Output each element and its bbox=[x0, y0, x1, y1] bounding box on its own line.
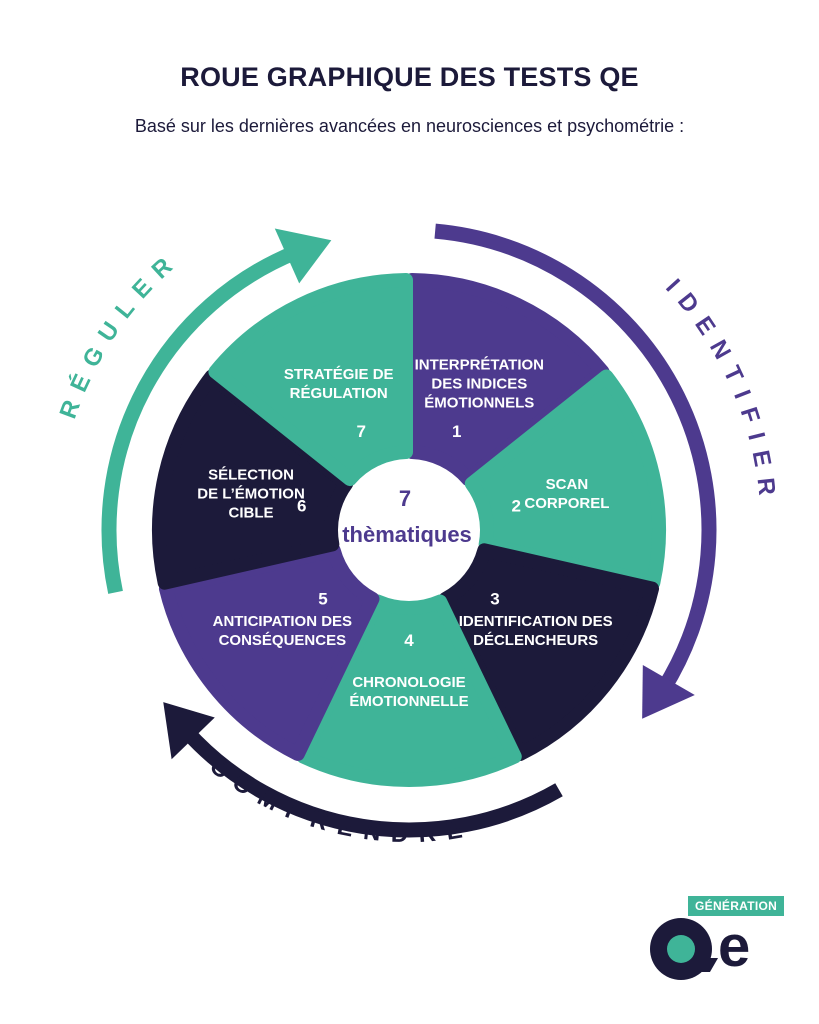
wheel-segment-2 bbox=[464, 369, 666, 590]
wheel-segment-label-line: ÉMOTIONNELLE bbox=[349, 693, 468, 710]
wheel-segment-label-5: ANTICIPATION DES CONSÉQUENCES bbox=[213, 613, 352, 649]
wheel-segment-label-line: CHRONOLOGIE bbox=[352, 674, 465, 691]
generation-qe-logo: GÉNÉRATION e bbox=[648, 892, 785, 1002]
arrow-comprendre-head bbox=[163, 702, 215, 760]
logo-letter-e: e bbox=[718, 914, 751, 979]
center-label: thèmatiques bbox=[342, 522, 472, 547]
wheel-segment-label-6: SÉLECTION DE L’ÉMOTION CIBLE bbox=[197, 466, 305, 521]
wheel-segment-4 bbox=[296, 594, 522, 787]
wheel-segment-3 bbox=[438, 543, 660, 761]
cycle-arrows bbox=[101, 223, 717, 838]
arrow-reguler-head bbox=[274, 228, 332, 284]
wheel-segment-number-3: 3 bbox=[490, 590, 499, 609]
wheel-segment-label-line: INTERPRÉTATION bbox=[415, 357, 544, 374]
wheel-segment-label-line: CIBLE bbox=[229, 504, 274, 521]
logo-tag: GÉNÉRATION bbox=[688, 896, 785, 916]
arrow-reguler bbox=[101, 244, 300, 594]
wheel-segment-number-6: 6 bbox=[297, 497, 306, 516]
wheel-segment-5 bbox=[158, 543, 380, 761]
wheel-segment-label-3: IDENTIFICATION DES DÉCLENCHEURS bbox=[459, 613, 613, 649]
wheel-segment-label-line: ANTICIPATION DES bbox=[213, 613, 352, 630]
wheel-segment-label-line: RÉGULATION bbox=[290, 385, 388, 402]
wheel-segment-label-line: CORPOREL bbox=[524, 495, 609, 512]
wheel-segment-label-line: DES INDICES bbox=[431, 376, 527, 393]
wheel-segment-1 bbox=[404, 273, 610, 487]
wheel-segment-label-line: IDENTIFICATION DES bbox=[459, 613, 613, 630]
wheel-segment-number-1: 1 bbox=[452, 422, 461, 441]
arrow-identifier bbox=[434, 223, 717, 693]
page-title: ROUE GRAPHIQUE DES TESTS QE bbox=[180, 62, 639, 92]
wheel-segment-number-2: 2 bbox=[512, 497, 521, 516]
wheel-segment-label-2: SCAN CORPOREL bbox=[524, 476, 609, 512]
wheel-segment-label-7: STRATÉGIE DE RÉGULATION bbox=[284, 366, 394, 402]
wheel-segment-label-line: CONSÉQUENCES bbox=[219, 632, 347, 649]
arrow-identifier-head bbox=[642, 665, 695, 719]
wheel-segment-7 bbox=[208, 273, 414, 487]
arrow-comprendre bbox=[180, 725, 563, 838]
wheel-segment-label-4: CHRONOLOGIE ÉMOTIONNELLE bbox=[349, 674, 468, 710]
cycle-label-reguler: RÉGULER bbox=[55, 245, 186, 422]
wheel-segment-label-line: SCAN bbox=[546, 476, 589, 493]
wheel-segment-number-7: 7 bbox=[357, 422, 366, 441]
wheel-segment-label-line: STRATÉGIE DE bbox=[284, 366, 394, 383]
wheel-segment-6 bbox=[152, 369, 354, 590]
wheel-segment-number-4: 4 bbox=[404, 631, 414, 650]
page-subtitle: Basé sur les dernières avancées en neuro… bbox=[134, 116, 685, 136]
wheel-segments: INTERPRÉTATION DES INDICES ÉMOTIONNELS 1SCA… bbox=[152, 273, 666, 787]
wheel-segment-label-line: DÉCLENCHEURS bbox=[473, 632, 598, 649]
wheel-segment-label-1: INTERPRÉTATION DES INDICES ÉMOTIONNELS bbox=[415, 357, 544, 412]
wheel-segment-number-5: 5 bbox=[318, 590, 327, 609]
center-number: 7 bbox=[399, 486, 411, 511]
wheel-segment-label-line: ÉMOTIONNELS bbox=[424, 395, 534, 412]
wheel-segment-label-line: SÉLECTION bbox=[208, 466, 294, 483]
cycle-label-reguler-path: RÉGULER bbox=[55, 245, 175, 422]
wheel-segment-label-line: DE L’ÉMOTION bbox=[197, 485, 305, 502]
